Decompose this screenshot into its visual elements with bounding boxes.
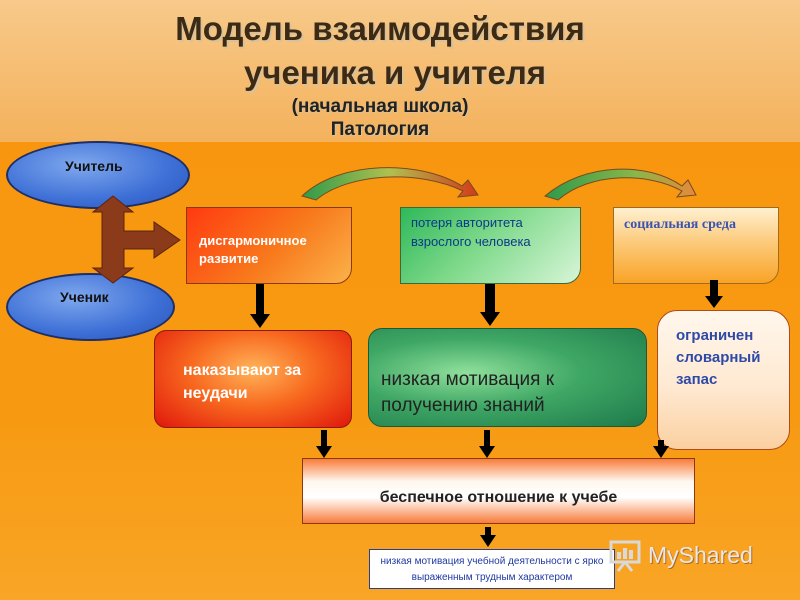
watermark-text: MyShared	[648, 542, 753, 568]
arrow-down-4	[314, 430, 334, 460]
punished-for-failures-box: наказывают за неудачи	[154, 330, 352, 428]
student-label: Ученик	[60, 289, 109, 305]
arrow-down-5	[477, 430, 497, 460]
disharmonious-development-box: дисгармоничное развитие	[186, 207, 352, 284]
presentation-icon	[609, 540, 641, 572]
title-line-4: Патология	[330, 119, 430, 140]
teacher-label: Учитель	[65, 158, 123, 174]
careless-attitude-box: беспечное отношение к учебе	[302, 458, 695, 524]
low-motivation-box: низкая мотивация к получению знаний	[368, 328, 647, 427]
curved-arrow-2	[543, 168, 697, 201]
title-line-2: ученика и учителя	[243, 54, 547, 91]
student-node: Ученик	[6, 273, 175, 341]
teacher-student-arrow	[91, 195, 181, 284]
arrow-down-6	[651, 440, 671, 460]
arrow-down-2	[480, 284, 500, 328]
social-environment-box: социальная среда	[613, 207, 779, 284]
arrow-down-7	[478, 527, 498, 549]
authority-loss-box: потеря авторитета взрослого человека	[400, 207, 581, 284]
teacher-node: Учитель	[6, 141, 190, 209]
limited-vocabulary-box: ограничен словарный запас	[657, 310, 790, 450]
curved-arrow-1	[301, 167, 479, 201]
header-band	[0, 0, 800, 142]
low-activity-motivation-box: низкая мотивация учебной деятельности с …	[369, 549, 615, 589]
title-line-1: Модель взаимодействия	[175, 10, 585, 47]
arrow-down-3	[704, 280, 724, 310]
title-line-3: (начальная школа)	[291, 96, 469, 117]
watermark-logo: MyShared	[608, 538, 768, 574]
arrow-down-1	[250, 284, 270, 330]
